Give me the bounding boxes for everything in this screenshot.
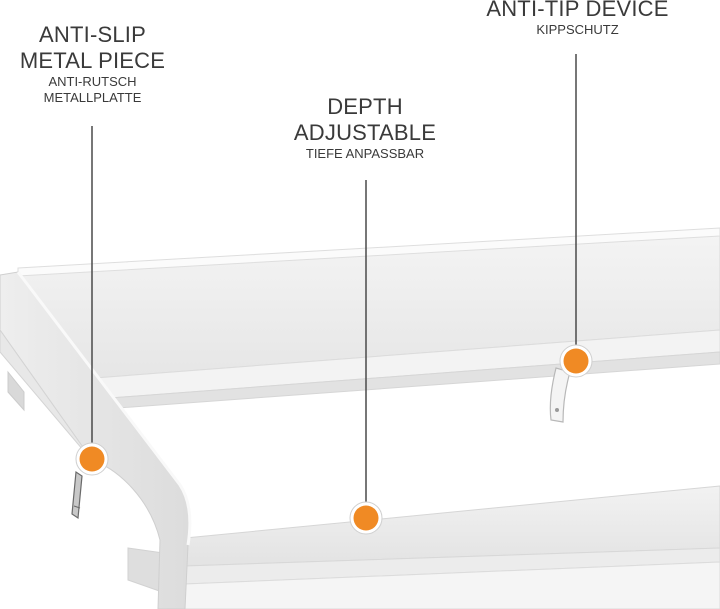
callout-label-anti-slip: ANTI-SLIP METAL PIECE ANTI-RUTSCH METALL… (10, 22, 175, 106)
anti-tip-strap (549, 367, 571, 423)
front-rail (127, 485, 720, 609)
callout-title-line: ADJUSTABLE (293, 120, 437, 145)
marker-anti-slip (75, 442, 109, 476)
marker-depth (349, 501, 383, 535)
callout-title-line: ANTI-SLIP (39, 22, 146, 47)
leader-lines (91, 54, 577, 514)
callout-subtitle-line: TIEFE ANPASSBAR (305, 146, 425, 161)
callout-subtitle-line: KIPPSCHUTZ (536, 22, 619, 37)
callout-title-line: ANTI-TIP DEVICE (486, 0, 669, 21)
callout-title-line: DEPTH (327, 94, 403, 119)
callout-subtitle-line: METALLPLATTE (43, 90, 142, 105)
callout-title-line: METAL PIECE (19, 48, 166, 73)
callout-label-depth: DEPTH ADJUSTABLE TIEFE ANPASSBAR (270, 94, 460, 162)
marker-anti-tip (559, 344, 593, 378)
anti-slip-metal-piece (71, 470, 83, 520)
callout-subtitle-line: ANTI-RUTSCH (48, 74, 137, 89)
callout-markers (75, 344, 593, 535)
callout-label-anti-tip: ANTI-TIP DEVICE KIPPSCHUTZ (470, 0, 685, 38)
